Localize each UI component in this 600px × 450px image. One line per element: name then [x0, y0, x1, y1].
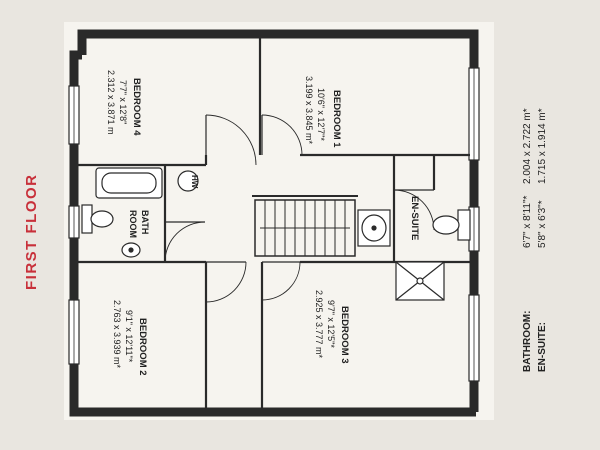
- ensuite-toilet-cistern: [457, 209, 471, 241]
- bedroom3-metric: 2.925 x 3.777 m*: [314, 290, 324, 359]
- bedroom1-imperial: 10'6" x 12'7"*: [316, 88, 326, 141]
- schedule-ensuite-metric: 1.715 x 1.914 m*: [537, 108, 548, 184]
- plan-paper: [64, 22, 494, 420]
- bedroom4-name: BEDROOM 4: [131, 78, 142, 136]
- schedule-bathroom-metric: 2.004 x 2.722 m*: [522, 108, 533, 184]
- bedroom3-imperial: 9'7" x 12'5"*: [326, 300, 336, 348]
- bedroom3-name: BEDROOM 3: [339, 306, 350, 364]
- staircase: [252, 195, 358, 257]
- bedroom1-name: BEDROOM 1: [331, 90, 342, 148]
- bath-label-line2: ROOM: [128, 210, 138, 238]
- ensuite-name: EN-SUITE: [409, 196, 420, 240]
- bedroom4-metric: 2.312 x 3.871 m: [106, 70, 116, 135]
- interior-walls: [78, 38, 470, 408]
- schedule-bathroom-label: BATHROOM:: [522, 311, 533, 372]
- bedroom2-imperial: 9'1" x 12'11"*: [124, 310, 134, 363]
- hw-label: HW: [190, 175, 199, 189]
- bedroom2-metric: 2.763 x 3.939 m*: [112, 300, 122, 369]
- bath-label-line1: BATH: [140, 210, 150, 234]
- bedroom2-name: BEDROOM 2: [137, 318, 148, 376]
- bedroom4-imperial: 7'7" x 12'8": [118, 80, 128, 124]
- schedule-ensuite-imperial: 5'8" x 6'3"*: [537, 200, 548, 248]
- room-labels: BEDROOM 4 7'7" x 12'8" 2.312 x 3.871 m B…: [106, 70, 420, 376]
- bathroom-fixtures: [81, 167, 199, 258]
- bedroom1-metric: 3.199 x 3.845 m*: [304, 76, 314, 145]
- schedule-ensuite-label: EN-SUITE:: [537, 322, 548, 372]
- hot-water-cylinder: [177, 170, 199, 192]
- schedule-bathroom-imperial: 6'7" x 8'11"*: [522, 195, 533, 248]
- ensuite-fixtures: [357, 209, 471, 301]
- schedule-table: BATHROOM: 6'7" x 8'11"* 2.004 x 2.722 m*…: [522, 108, 548, 372]
- windows: [68, 67, 480, 382]
- page-heading: FIRST FLOOR: [23, 174, 40, 291]
